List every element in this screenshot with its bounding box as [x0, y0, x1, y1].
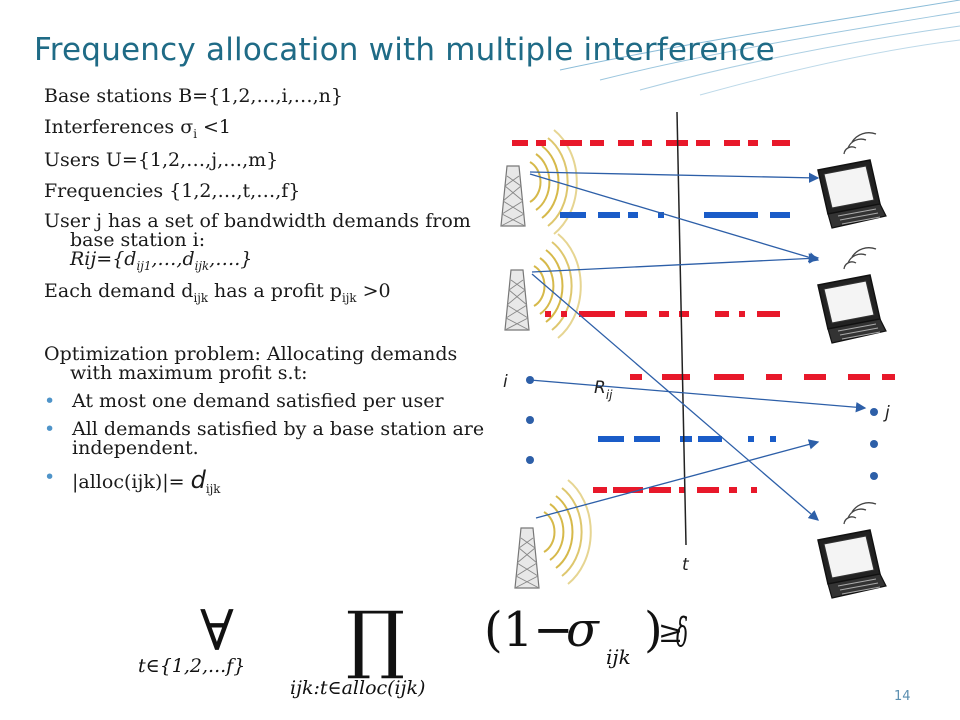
formula-lparen: (1−	[484, 602, 573, 658]
tower-icon	[504, 269, 530, 331]
formula-rparen: )	[644, 602, 663, 658]
frequency-axis-line	[676, 111, 687, 546]
label-j: j	[883, 403, 890, 423]
label-R: Rij	[594, 378, 613, 402]
users-line: Users U={1,2,…,j,…,m}	[44, 149, 279, 172]
wave-icon	[543, 479, 592, 585]
bullet-item: At most one demand satisfied per user	[44, 391, 494, 411]
formula-delta: δ	[676, 610, 688, 656]
base-stations-line: Base stations B={1,2,…,i,…,n}	[44, 85, 343, 107]
product-index: ijk:t∈alloc(ijk)	[290, 677, 425, 699]
label-t: t	[682, 555, 690, 575]
interference-diagram: i Rij j t	[500, 111, 895, 599]
formula-ge: ≥	[658, 615, 683, 650]
base-station-dots	[526, 376, 534, 464]
user-dots	[870, 408, 878, 480]
slide-title: Frequency allocation with multiple inter…	[34, 32, 776, 68]
formula-sigma: σ	[566, 602, 600, 658]
demand-arrow	[529, 171, 867, 521]
laptop-icon	[817, 246, 887, 344]
profit-line: Each demand dijk has a profit pijk >0	[44, 280, 391, 306]
optimization-line: Optimization problem: Allocating demands…	[44, 342, 458, 384]
product-symbol: ∏	[346, 596, 405, 682]
constraint-formula: ∀ t∈{1,2,...f} ∏ ijk:t∈alloc(ijk) (1− σ …	[138, 596, 688, 699]
interferences-line: Interferences σi <1	[44, 115, 232, 141]
alloc-bullet: |alloc(ijk)|= dijk	[44, 466, 494, 496]
forall-symbol: ∀	[200, 599, 234, 664]
laptop-icon	[817, 131, 887, 229]
header-decoration	[559, 0, 960, 96]
wave-icon	[533, 233, 582, 339]
laptop-icon	[817, 501, 887, 599]
tower-icon	[500, 165, 526, 227]
slide-body: Base stations B={1,2,…,i,…,n} Interferen…	[44, 85, 494, 505]
bullet-item: All demands satisfied by a base station …	[44, 419, 494, 458]
forall-set: t∈{1,2,...f}	[138, 655, 245, 677]
tower-icon	[514, 527, 540, 589]
formula-sigma-sub: ijk	[606, 645, 631, 669]
label-i: i	[503, 372, 508, 392]
frequencies-line: Frequencies {1,2,…,t,…,f}	[44, 180, 301, 203]
page-number: 14	[894, 689, 911, 704]
frequency-band	[512, 140, 895, 493]
user-demands-line: User j has a set of bandwidth demands fr…	[44, 209, 471, 273]
